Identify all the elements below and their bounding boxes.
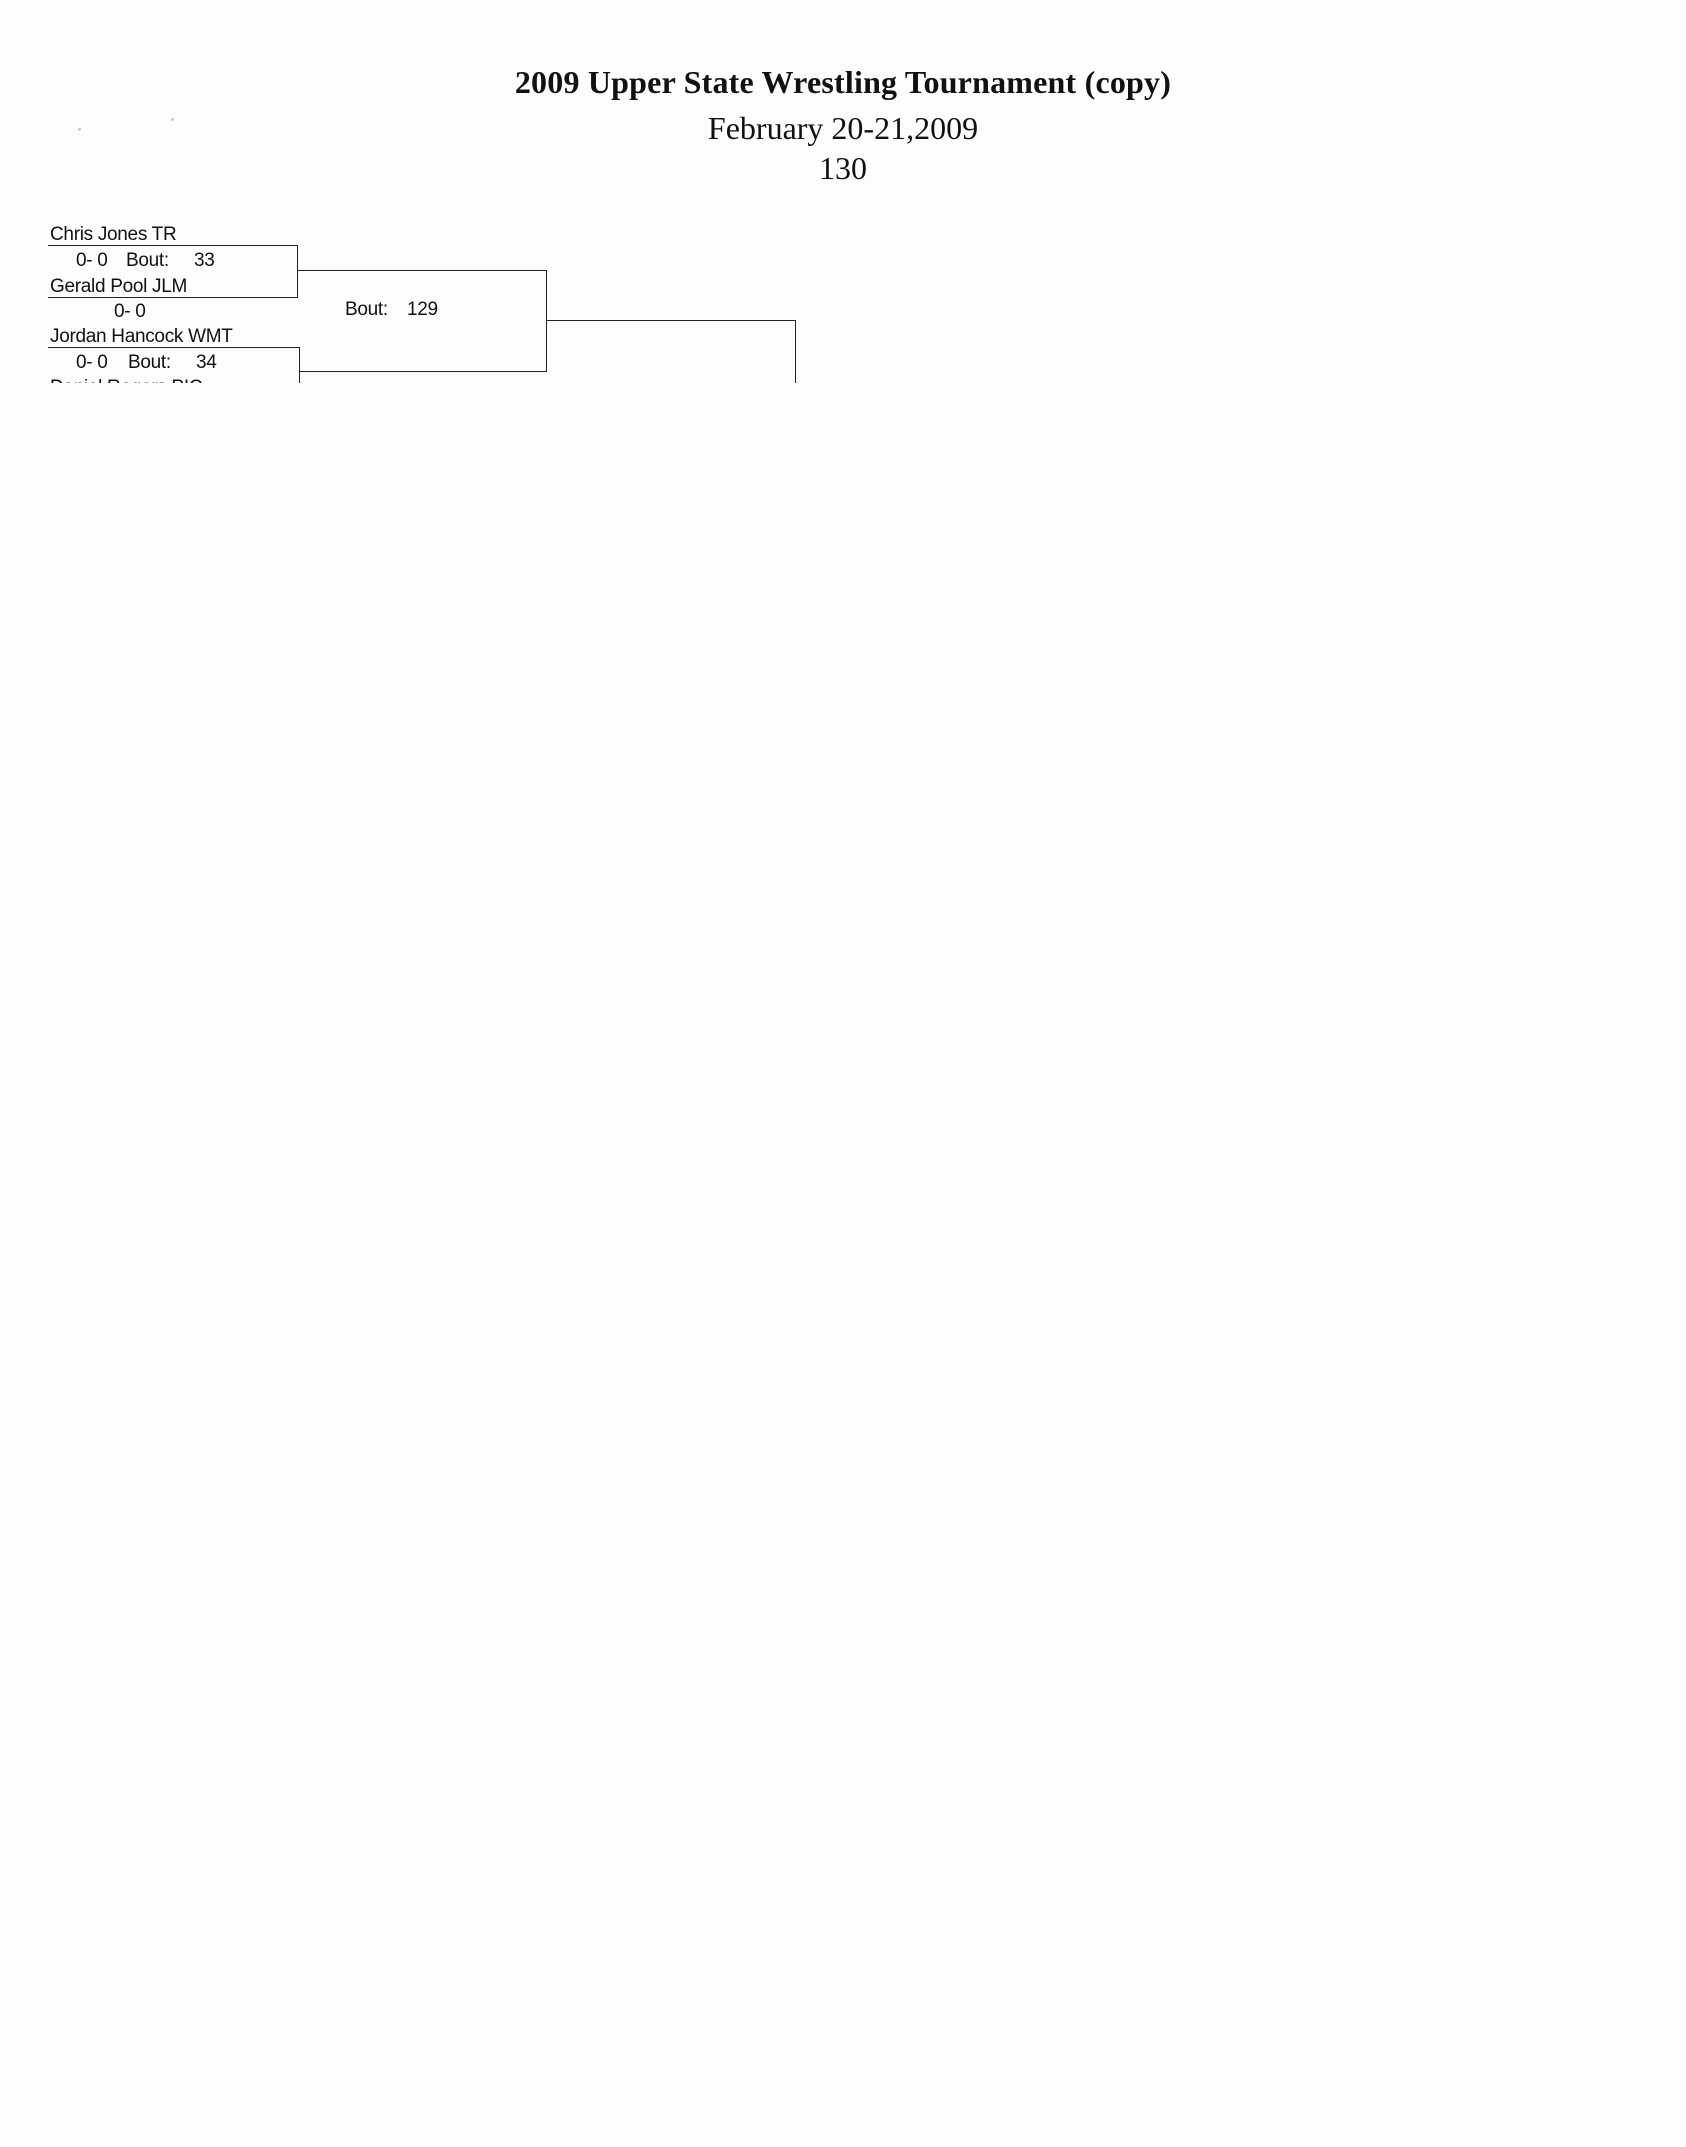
wrestler-name-3: Jordan Hancock WMT [50, 326, 233, 347]
bracket-line-3 [48, 347, 300, 348]
bracket-connector-34 [299, 347, 300, 387]
bracket-line-1 [48, 245, 298, 246]
bout-label-129: Bout: [345, 299, 388, 320]
scan-speck-1 [78, 128, 81, 131]
weight-class: 130 [819, 150, 867, 186]
bout-129-bottom-line [299, 371, 547, 372]
wrestler-record-3: 0- 0 [76, 352, 108, 373]
wrestler-record-1: 0- 0 [76, 250, 108, 271]
bout-number-129: 129 [407, 299, 438, 320]
bout-number-34: 34 [196, 352, 217, 373]
bout-label-33: Bout: [126, 250, 169, 271]
wrestler-name-1: Chris Jones TR [50, 224, 177, 245]
wrestler-record-2: 0- 0 [114, 301, 146, 322]
bracket-line-2 [48, 297, 298, 298]
tournament-dates: February 20-21,2009 [707, 110, 979, 146]
bout-129-top-line [297, 270, 547, 271]
bout-number-33: 33 [194, 250, 215, 271]
blank-lower-page [0, 383, 1686, 2147]
round-3-line [546, 320, 796, 321]
bout-label-34: Bout: [128, 352, 171, 373]
wrestler-name-2: Gerald Pool JLM [50, 276, 188, 297]
round-3-connector [795, 320, 796, 386]
bracket-connector-33 [297, 245, 298, 297]
tournament-title: 2009 Upper State Wrestling Tournament (c… [514, 64, 1172, 100]
scan-speck-2 [171, 118, 174, 121]
